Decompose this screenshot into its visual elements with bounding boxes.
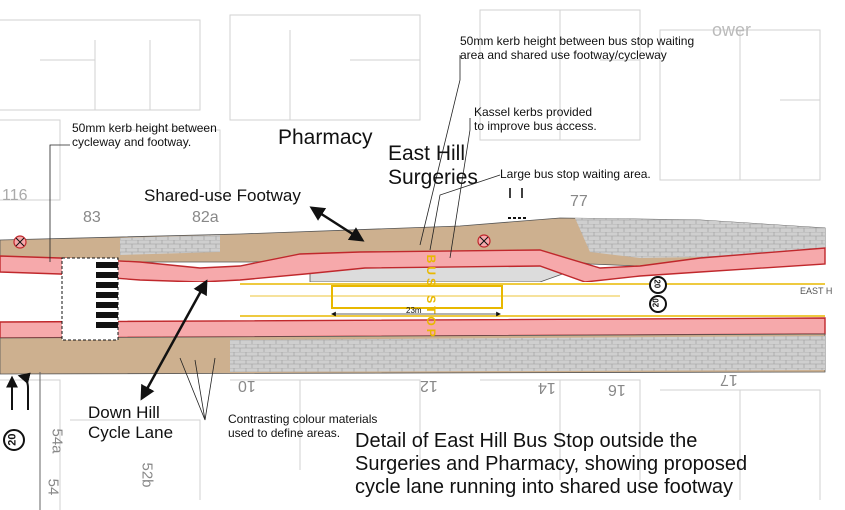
road-name: EAST H bbox=[800, 286, 833, 296]
speed-limit-lower-text: 20 bbox=[651, 298, 661, 308]
bus-stop-road-marking: BUS STOP bbox=[423, 254, 438, 340]
label-east-hill-surgeries: East Hill Surgeries bbox=[388, 142, 478, 189]
label-pharmacy: Pharmacy bbox=[278, 126, 373, 149]
label-contrasting-materials: Contrasting colour materials used to def… bbox=[228, 412, 378, 441]
house-number-17: 17 bbox=[720, 371, 738, 389]
label-down-hill-cycle-lane: Down Hill Cycle Lane bbox=[88, 403, 174, 443]
label-kassel-kerbs: Kassel kerbs provided to improve bus acc… bbox=[474, 105, 597, 134]
house-number-52b: 52b bbox=[138, 462, 156, 488]
house-number-10: 10 bbox=[238, 377, 256, 395]
detail-caption: Detail of East Hill Bus Stop outside the… bbox=[355, 430, 748, 498]
house-number-83: 83 bbox=[83, 209, 101, 226]
house-number-116: 116 bbox=[2, 187, 28, 204]
speed-limit-left-text: 20 bbox=[6, 433, 19, 446]
upper-block-paving-right bbox=[575, 218, 825, 258]
label-large-waiting-area: Large bus stop waiting area. bbox=[500, 167, 651, 181]
bus-stop-bay bbox=[331, 285, 503, 309]
upper-block-paving-left bbox=[120, 235, 220, 255]
bay-length-dimension: 23m bbox=[406, 306, 422, 315]
bus-stop-sign-left bbox=[13, 235, 27, 249]
tower-text: ower bbox=[712, 20, 752, 40]
label-kerb-bus-stop: 50mm kerb height between bus stop waitin… bbox=[460, 34, 695, 63]
speed-limit-upper-text: 20 bbox=[652, 279, 662, 289]
house-number-54a: 54a bbox=[48, 428, 66, 454]
down-hill-cycle-lane-arrow bbox=[140, 279, 208, 401]
speed-roundel-upper bbox=[649, 276, 667, 294]
speed-roundel-lower bbox=[649, 295, 667, 313]
speed-roundel-left bbox=[3, 429, 25, 451]
building-outlines bbox=[0, 9, 821, 510]
house-number-12: 12 bbox=[420, 377, 438, 395]
bus-shelter-icon bbox=[508, 188, 526, 219]
zebra-crossing bbox=[61, 257, 119, 341]
bus-stop-sign-right bbox=[477, 234, 491, 248]
side-road-turn-arrow bbox=[17, 372, 31, 410]
house-number-77: 77 bbox=[570, 193, 588, 210]
label-shared-use-footway: Shared-use Footway bbox=[144, 186, 301, 205]
house-number-82a: 82a bbox=[192, 209, 219, 226]
label-kerb-cycleway-footway: 50mm kerb height between cycleway and fo… bbox=[72, 121, 217, 150]
house-number-54: 54 bbox=[44, 478, 62, 496]
house-number-16: 16 bbox=[608, 381, 626, 399]
lower-block-paving bbox=[230, 336, 825, 372]
house-number-14: 14 bbox=[538, 379, 556, 397]
shared-use-footway-arrow bbox=[309, 206, 365, 242]
